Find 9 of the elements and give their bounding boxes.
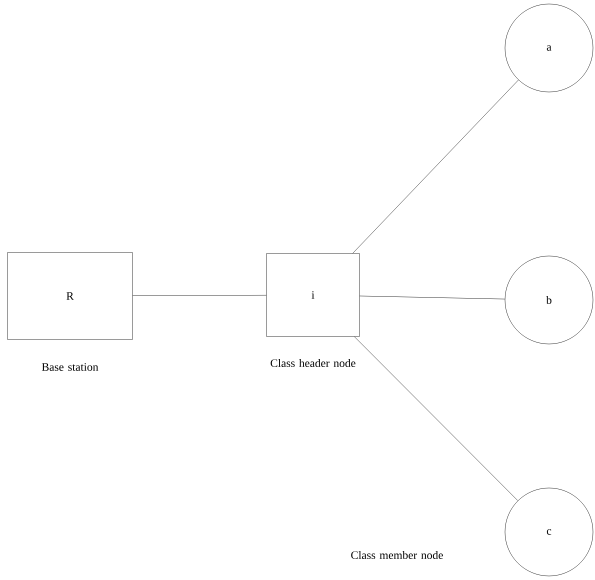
- connector-line: [352, 80, 519, 254]
- node-box: R: [7, 252, 133, 340]
- node-caption: Base station: [42, 363, 98, 371]
- node-box: i: [266, 253, 360, 337]
- caption-text: Class member node: [351, 550, 443, 560]
- node-caption: Class header node: [270, 358, 356, 368]
- connector-line: [132, 294, 266, 296]
- connector-line: [354, 336, 518, 501]
- connector-line: [360, 296, 506, 300]
